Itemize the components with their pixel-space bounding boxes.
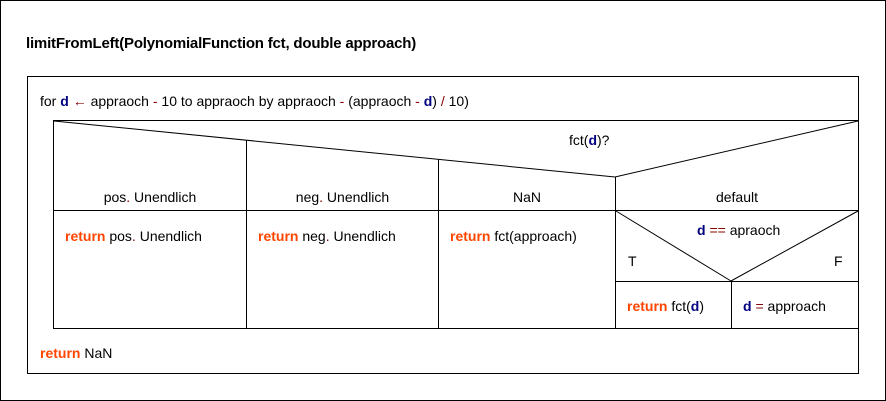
if-condition: d == apraoch xyxy=(697,222,780,238)
text-fragment: Unendlich xyxy=(135,228,202,244)
text-fragment: neg xyxy=(298,228,326,244)
divide-operator: / xyxy=(440,93,445,109)
assign-arrow: ← xyxy=(72,93,87,109)
text-fragment: . xyxy=(131,228,136,244)
case-body-neg: return neg. Unendlich xyxy=(258,228,396,244)
text-fragment: Unendlich xyxy=(329,228,396,244)
if-true-body: return fct(d) xyxy=(627,298,704,314)
case-label-default: default xyxy=(616,189,858,205)
text-fragment: NaN xyxy=(80,345,113,361)
text-fragment: d xyxy=(690,298,700,314)
text-fragment: approach xyxy=(763,298,826,314)
text-fragment: return xyxy=(627,298,668,314)
if-false-body: d = approach xyxy=(743,298,826,314)
paren-close: ) xyxy=(432,93,437,109)
text-fragment: default xyxy=(715,189,759,205)
loop-body-box xyxy=(53,120,859,329)
range-expr: 10 to appraoch by appraoch xyxy=(161,93,336,109)
text-fragment: neg xyxy=(295,189,320,205)
minus-operator: - xyxy=(339,93,345,109)
start-expr: appraoch xyxy=(90,93,149,109)
diagram-title: limitFromLeft(PolynomialFunction fct, do… xyxy=(26,35,417,52)
case-expression: fct(d)? xyxy=(569,132,609,148)
text-fragment: pos xyxy=(105,228,132,244)
case-body-nan: return fct(approach) xyxy=(450,228,577,244)
case-diagonal-left xyxy=(53,120,616,178)
text-fragment: Unendlich xyxy=(130,189,197,205)
text-fragment: = xyxy=(751,298,764,314)
if-diagonal-left xyxy=(615,210,732,282)
text-fragment: fct( xyxy=(667,298,691,314)
text-fragment: NaN xyxy=(512,189,541,205)
loop-variable: d xyxy=(60,93,69,109)
text-fragment: return xyxy=(40,345,81,361)
text-fragment: ) xyxy=(699,298,705,314)
minus-operator: - xyxy=(152,93,158,109)
case-label-neg: neg. Unendlich xyxy=(247,189,438,205)
text-fragment: apraoch xyxy=(725,222,781,238)
text-fragment: d xyxy=(697,222,706,238)
text-fragment: fct( xyxy=(569,132,589,148)
for-keyword: for xyxy=(40,93,57,109)
minus-operator: - xyxy=(415,93,420,109)
if-diagonal-right xyxy=(730,210,859,282)
text-fragment: . xyxy=(319,189,324,205)
divisor: 10) xyxy=(448,93,469,109)
text-fragment: == xyxy=(705,222,726,238)
if-true-label: T xyxy=(628,253,637,269)
text-fragment: return xyxy=(65,228,106,244)
case-body-pos: return pos. Unendlich xyxy=(65,228,202,244)
text-fragment: d xyxy=(743,298,752,314)
text-fragment: return xyxy=(258,228,299,244)
text-fragment: . xyxy=(325,228,330,244)
text-fragment: )? xyxy=(597,132,610,148)
text-fragment: . xyxy=(126,189,131,205)
text-fragment: return xyxy=(450,228,491,244)
paren-expr: (appraoch xyxy=(348,93,412,109)
text-fragment: Unendlich xyxy=(323,189,390,205)
case-label-nan: NaN xyxy=(439,189,615,205)
text-fragment: pos xyxy=(103,189,127,205)
text-fragment: fct(approach) xyxy=(490,228,577,244)
loop-variable: d xyxy=(423,93,433,109)
if-false-label: F xyxy=(834,253,843,269)
case-variable: d xyxy=(588,132,598,148)
for-loop-header: for d ← appraoch - 10 to appraoch by app… xyxy=(40,93,469,109)
final-return: return NaN xyxy=(40,345,112,361)
case-label-pos: pos. Unendlich xyxy=(54,189,246,205)
case-diagonal-right xyxy=(614,120,859,178)
